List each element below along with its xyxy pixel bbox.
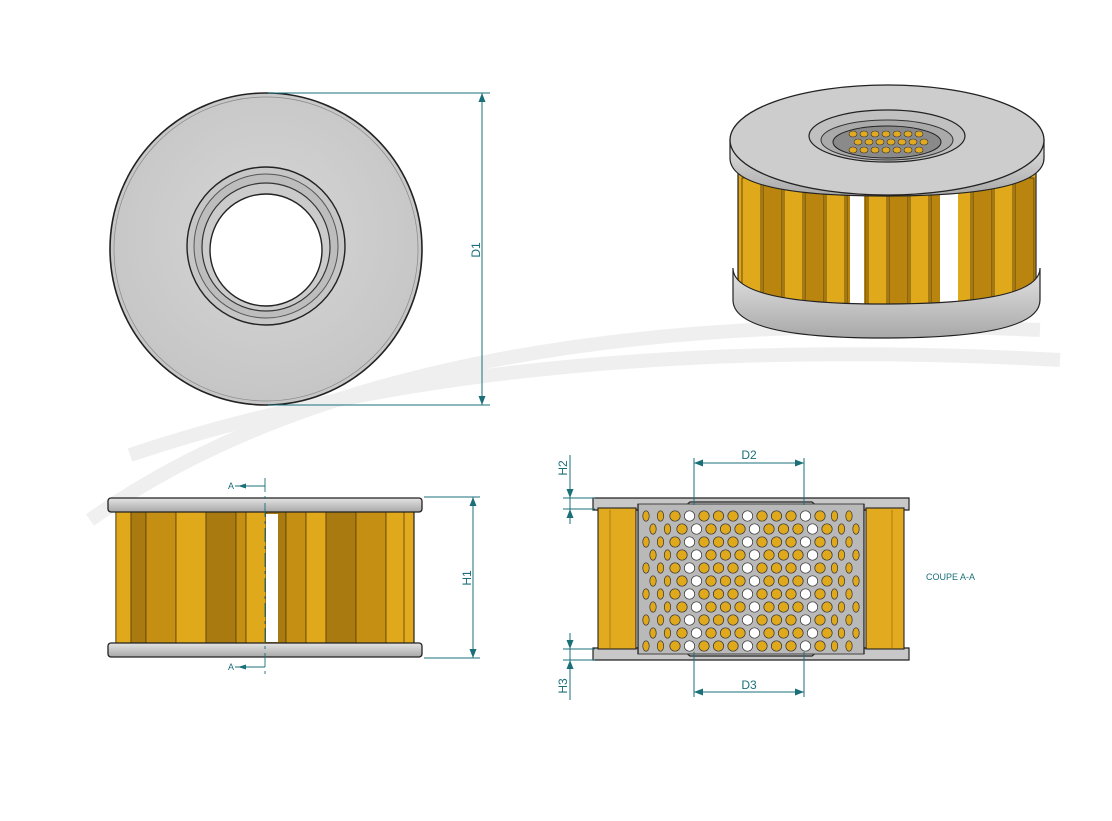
dimension-h2: H2 (556, 455, 595, 524)
dimension-d3: D3 (693, 652, 805, 697)
section-cut-line: A A (228, 478, 266, 675)
dimension-d2: D2 (693, 448, 805, 505)
section-right-paper (865, 507, 905, 650)
section-view (592, 497, 910, 661)
dimension-d1: D1 (268, 92, 490, 406)
dimension-d3-label: D3 (741, 678, 757, 692)
section-title: COUPE A-A (926, 572, 975, 582)
dimension-h3: H3 (556, 633, 595, 700)
dimension-h2-label: H2 (556, 460, 570, 476)
dimension-h1-label: H1 (460, 570, 474, 586)
dimension-d2-label: D2 (741, 448, 757, 462)
dimension-h1: H1 (424, 496, 480, 659)
section-mark-bottom: A (228, 662, 234, 672)
isometric-bottom-cap (732, 267, 1041, 339)
section-mark-top: A (228, 481, 234, 491)
section-left-paper (597, 507, 637, 650)
top-view (109, 92, 423, 406)
dimension-h3-label: H3 (556, 678, 570, 694)
isometric-view (729, 84, 1045, 339)
dimension-d1-label: D1 (469, 242, 483, 258)
top-view-center-hole (209, 193, 323, 307)
